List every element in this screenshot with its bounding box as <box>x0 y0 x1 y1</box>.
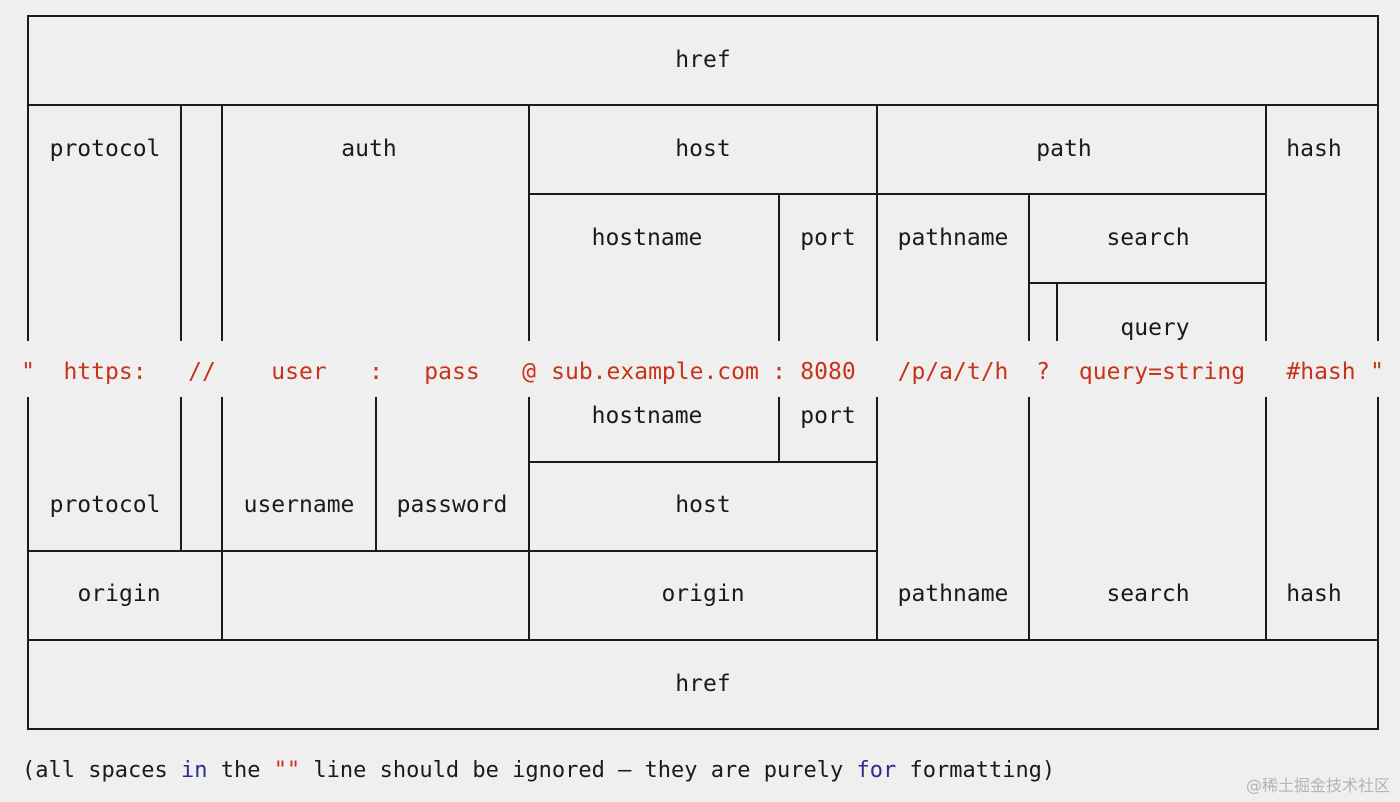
label-port-bottom: port <box>800 403 855 429</box>
label-host-bottom: host <box>675 492 730 518</box>
diagram-lines <box>27 15 1379 730</box>
label-host-top: host <box>675 136 730 162</box>
label-auth: auth <box>341 136 396 162</box>
label-password: password <box>397 492 508 518</box>
url-protocol: https: <box>63 359 146 385</box>
label-hash-top: hash <box>1286 136 1341 162</box>
diagram-canvas: href protocol auth host path hash hostna… <box>21 15 1384 730</box>
label-port-top: port <box>800 225 855 251</box>
url-pass: pass <box>424 359 479 385</box>
label-href-top: href <box>675 47 730 73</box>
url-at: @ <box>522 359 536 385</box>
url-question-mark: ? <box>1036 359 1050 385</box>
url-colon-auth: : <box>369 359 383 385</box>
watermark: @稀土掘金技术社区 <box>1245 776 1390 795</box>
label-search-bottom: search <box>1106 581 1189 607</box>
label-username: username <box>244 492 355 518</box>
label-hash-bottom: hash <box>1286 581 1341 607</box>
url-colon-port: : <box>772 359 786 385</box>
footnote-text-3: line should be ignored — they are purely <box>300 758 857 783</box>
label-origin-right: origin <box>661 581 744 607</box>
label-pathname-top: pathname <box>898 225 1009 251</box>
footnote-keyword-in: in <box>180 758 208 783</box>
footnote-quotes: "" <box>273 758 301 783</box>
url-hostname: sub.example.com <box>551 359 759 385</box>
label-origin-left: origin <box>77 581 160 607</box>
url-pathname: /p/a/t/h <box>898 359 1009 385</box>
label-protocol-top: protocol <box>50 136 161 162</box>
url-quote-close: " <box>1370 359 1384 385</box>
label-hostname-top: hostname <box>592 225 703 251</box>
label-search-top: search <box>1106 225 1189 251</box>
label-href-bottom: href <box>675 671 730 697</box>
footnote-text-4: formatting) <box>896 758 1056 783</box>
label-pathname-bottom: pathname <box>898 581 1009 607</box>
footnote-keyword-for: for <box>856 758 897 783</box>
url-user: user <box>271 359 326 385</box>
footnote-text-1: (all spaces <box>22 758 181 783</box>
url-hash: #hash <box>1286 359 1355 385</box>
url-quote-open: " <box>21 359 35 385</box>
label-hostname-bottom: hostname <box>592 403 703 429</box>
url-query-string: query=string <box>1079 359 1245 385</box>
url-port: 8080 <box>800 359 855 385</box>
footnote-text-2: the <box>207 758 274 783</box>
footnote: (all spaces in the "" line should be ign… <box>22 758 1055 783</box>
label-query: query <box>1120 315 1189 341</box>
label-protocol-bottom: protocol <box>50 492 161 518</box>
url-slashes: // <box>188 359 216 385</box>
label-path: path <box>1036 136 1091 162</box>
